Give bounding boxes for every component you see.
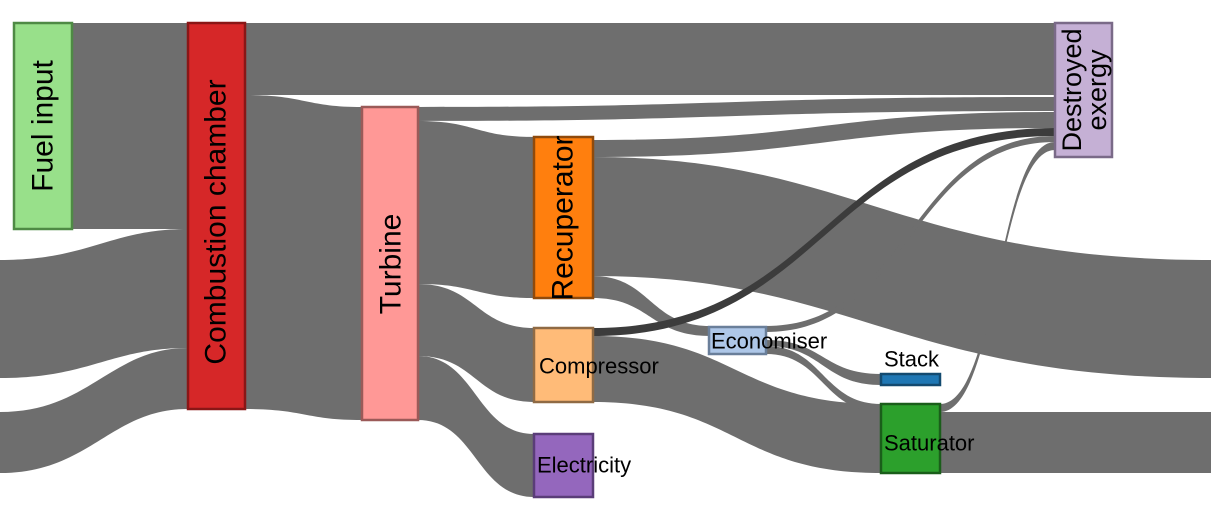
link-turbine-to-recuperator (418, 121, 534, 298)
link-recuperator-to-combustion (593, 157, 1211, 378)
label-recuperator: Recuperator (547, 135, 580, 300)
label-stack: Stack (884, 347, 940, 372)
label-destroyed-exergy-line1: Destroyed (1057, 28, 1087, 151)
link-turbine-to-destroyed (418, 97, 1055, 121)
link-saturator-to-combustion-return (0, 348, 188, 473)
label-turbine: Turbine (375, 214, 408, 315)
node-electricity (532, 432, 595, 499)
node-turbine (360, 105, 420, 422)
node-economiser (707, 325, 768, 356)
link-recuperator-to-destroyed (593, 112, 1055, 157)
link-saturator-to-destroyed (940, 142, 1055, 412)
node-stack (879, 372, 942, 387)
node-recuperator (532, 135, 595, 300)
label-electricity: Electricity (537, 453, 631, 478)
label-compressor: Compressor (539, 354, 659, 379)
link-compressor-to-destroyed (593, 128, 1055, 336)
link-economiser-to-stack (766, 340, 881, 385)
node-combustion-chamber (186, 21, 247, 411)
link-combustion-to-turbine (245, 95, 362, 420)
link-turbine-to-electricity (418, 356, 534, 497)
link-recuperator-to-combustion-return (0, 229, 188, 378)
node-saturator (879, 402, 942, 475)
link-compressor-to-saturator (593, 336, 881, 473)
label-combustion-chamber: Combustion chamber (200, 79, 233, 364)
node-compressor (532, 326, 595, 404)
node-fuel-input (12, 21, 74, 231)
label-destroyed-exergy-line2: exergy (1082, 49, 1112, 131)
link-turbine-to-compressor (418, 284, 534, 402)
flow-links (0, 23, 1211, 497)
link-saturator-to-combustion (940, 412, 1211, 473)
link-economiser-to-destroyed (766, 136, 1055, 332)
link-combustion-to-destroyed (245, 23, 1055, 95)
node-labels: Fuel input Combustion chamber Turbine Re… (27, 28, 1113, 477)
label-economiser: Economiser (711, 329, 827, 354)
link-economiser-to-saturator (766, 346, 881, 412)
label-destroyed-exergy: Destroyed exergy (1057, 28, 1112, 151)
label-fuel-input: Fuel input (27, 59, 60, 191)
link-fuel-to-combustion (72, 23, 188, 229)
nodes (12, 21, 1114, 499)
node-destroyed-exergy (1053, 21, 1114, 159)
label-saturator: Saturator (884, 431, 975, 456)
